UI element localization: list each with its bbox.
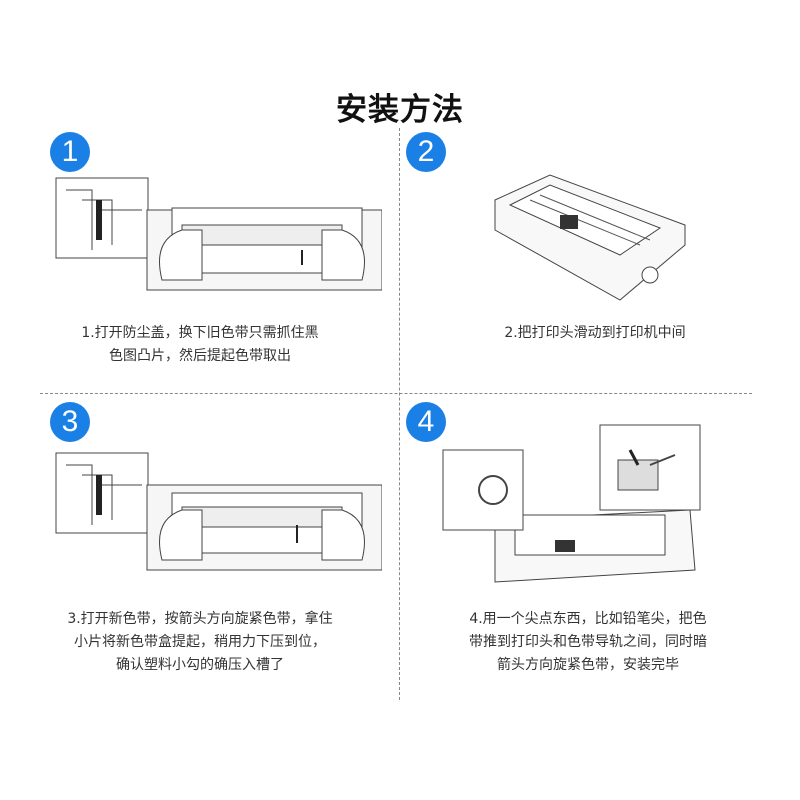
step-3-badge: 3 bbox=[50, 402, 90, 442]
step-1-illustration bbox=[55, 177, 382, 291]
caption-line: 4.用一个尖点东西，比如铅笔尖，把色 bbox=[469, 611, 707, 627]
caption-line: 小片将新色带盒提起，稍用力下压到位， bbox=[74, 634, 326, 650]
caption-line: 1.打开防尘盖，换下旧色带只需抓住黑 bbox=[81, 325, 319, 341]
step-4-illustration bbox=[442, 424, 701, 583]
step-3-illustration bbox=[55, 452, 382, 571]
page-title: 安装方法 bbox=[336, 92, 464, 128]
caption-line: 3.打开新色带，按箭头方向旋紧色带，拿住 bbox=[67, 611, 333, 627]
step-2-illustration bbox=[494, 174, 686, 301]
caption-line: 箭头方向旋紧色带，安装完毕 bbox=[497, 657, 679, 673]
caption-line: 带推到打印头和色带导轨之间，同时暗 bbox=[469, 634, 707, 650]
step-4-caption: 4.用一个尖点东西，比如铅笔尖，把色 带推到打印头和色带导轨之间，同时暗 箭头方… bbox=[418, 608, 758, 677]
caption-line: 色图凸片，然后提起色带取出 bbox=[109, 348, 291, 364]
step-1-badge: 1 bbox=[50, 132, 90, 172]
divider-horizontal bbox=[40, 393, 752, 394]
caption-line: 2.把打印头滑动到打印机中间 bbox=[504, 325, 686, 341]
caption-line: 确认塑料小勾的确压入槽了 bbox=[116, 657, 284, 673]
step-2-caption: 2.把打印头滑动到打印机中间 bbox=[425, 322, 765, 345]
step-2-badge: 2 bbox=[406, 132, 446, 172]
step-4-badge: 4 bbox=[406, 402, 446, 442]
step-3-caption: 3.打开新色带，按箭头方向旋紧色带，拿住 小片将新色带盒提起，稍用力下压到位， … bbox=[30, 608, 370, 677]
divider-vertical bbox=[399, 128, 400, 700]
step-1-caption: 1.打开防尘盖，换下旧色带只需抓住黑 色图凸片，然后提起色带取出 bbox=[30, 322, 370, 368]
